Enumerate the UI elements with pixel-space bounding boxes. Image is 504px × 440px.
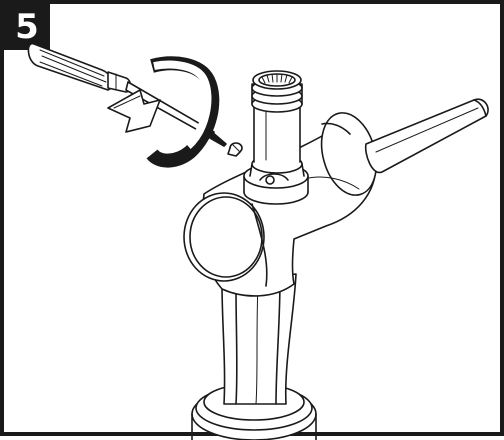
faucet-body (221, 273, 297, 405)
cartridge-stem (243, 70, 309, 205)
step-number: 5 (15, 7, 39, 47)
lever-handle (364, 98, 489, 174)
faucet-illustration (27, 42, 489, 440)
rotation-arrow-icon (107, 56, 220, 168)
step-badge: 5 (4, 4, 50, 50)
faucet-housing (183, 112, 378, 297)
screw-icon (227, 142, 243, 157)
